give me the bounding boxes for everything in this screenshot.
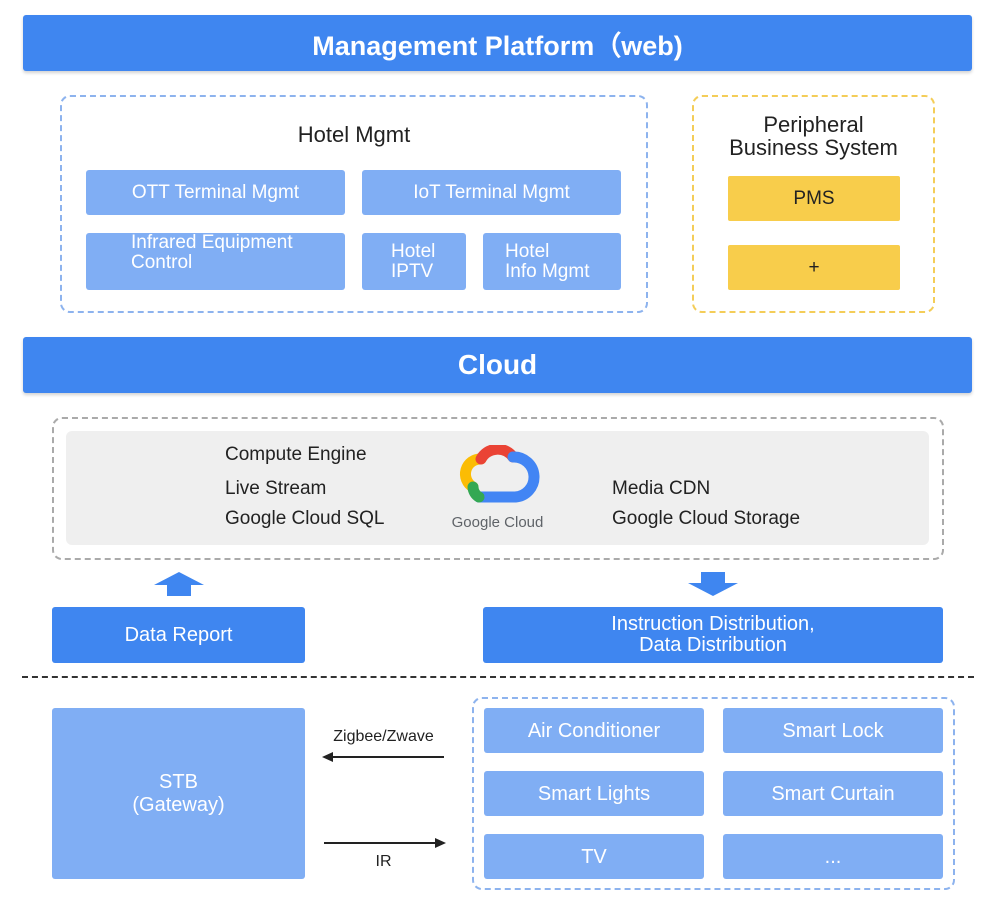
pms-label: PMS [793,187,835,209]
arrow-up-icon [154,572,204,596]
arrow-right-icon [324,838,446,848]
zigbee-zwave-label: Zigbee/Zwave [333,728,434,745]
instruction-distribution-box: Instruction Distribution, Data Distribut… [483,607,943,663]
infrared-label-line2: Control [131,252,193,273]
instruction-distribution-line2: Data Distribution [639,634,787,656]
google-cloud-logo-icon [459,445,540,503]
hotel-iptv-line2: IPTV [391,260,434,282]
stb-gateway-box: STB (Gateway) [52,708,305,879]
device-smart-curtain: Smart Curtain [723,771,943,816]
instruction-distribution-line1: Instruction Distribution, [611,613,815,635]
arrow-left-icon [322,752,444,762]
iot-terminal-mgmt-box: IoT Terminal Mgmt [362,170,621,215]
device-label: ... [824,845,842,868]
infrared-equipment-control-box: Infrared Equipment Control [86,233,345,290]
peripheral-title-line1: Peripheral [763,112,864,137]
management-platform-header: Management Platform（web) [23,15,972,71]
ott-terminal-mgmt-box: OTT Terminal Mgmt [86,170,345,215]
device-label: Air Conditioner [527,719,661,742]
cloud-services-group [52,417,944,560]
iot-terminal-mgmt-label: IoT Terminal Mgmt [413,181,570,203]
stb-label-line2: (Gateway) [132,793,225,816]
hotel-iptv-line1: Hotel [391,240,436,262]
devices-group [472,697,955,890]
infrared-label-line1: Infrared Equipment [131,232,293,253]
device-label: Smart Curtain [771,782,895,805]
hotel-info-line2: Info Mgmt [505,260,590,282]
google-cloud-storage-label: Google Cloud Storage [612,508,801,529]
cloud-title: Cloud [457,349,538,380]
device-label: Smart Lights [537,782,651,805]
device-label: TV [581,845,607,868]
more-systems-label: + [808,256,820,278]
google-cloud-sql-label: Google Cloud SQL [225,508,385,529]
live-stream-label: Live Stream [225,478,327,499]
hotel-mgmt-title: Hotel Mgmt [297,122,411,147]
peripheral-business-group [692,95,935,313]
arrow-down-icon [688,572,738,596]
ir-label: IR [375,853,392,870]
device-smart-lock: Smart Lock [723,708,943,753]
google-cloud-logo-text: Google Cloud [451,514,544,531]
media-cdn-label: Media CDN [612,478,711,499]
compute-engine-label: Compute Engine [225,444,367,465]
ott-terminal-mgmt-label: OTT Terminal Mgmt [131,181,300,203]
data-report-label: Data Report [124,623,233,646]
hotel-info-mgmt-box: Hotel Info Mgmt [483,233,621,290]
hotel-info-line1: Hotel [505,240,550,262]
device-tv: TV [484,834,704,879]
more-systems-box: + [728,245,900,290]
peripheral-title-line2: Business System [729,135,898,160]
section-divider [22,676,974,678]
device-more: ... [723,834,943,879]
stb-label-line1: STB [159,770,198,793]
cloud-header: Cloud [23,337,972,393]
device-smart-lights: Smart Lights [484,771,704,816]
data-report-box: Data Report [52,607,305,663]
peripheral-title: Peripheral Business System [692,113,935,159]
pms-box: PMS [728,176,900,221]
device-label: Smart Lock [782,719,884,742]
hotel-iptv-box: Hotel IPTV [362,233,466,290]
device-air-conditioner: Air Conditioner [484,708,704,753]
hotel-mgmt-group [60,95,648,313]
header-title: Management Platform（web) [312,30,683,61]
